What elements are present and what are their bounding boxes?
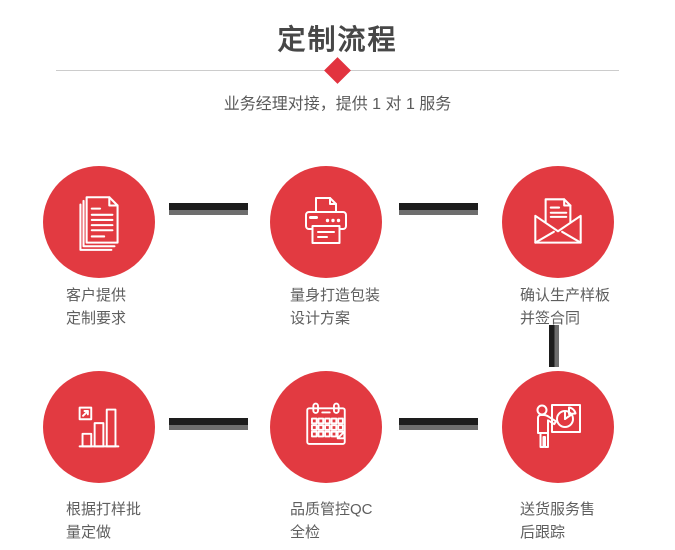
step-label-line: 客户提供 (66, 287, 127, 304)
presenter-icon (536, 404, 581, 448)
bar-chart-icon (78, 406, 120, 448)
step-label-line: 后跟踪 (520, 524, 566, 541)
step-label-line: 设计方案 (290, 310, 351, 327)
connector-step1-step2 (169, 203, 248, 215)
step-label: 送货服务售 后跟踪 (520, 498, 595, 544)
step-circle-quality-control (270, 371, 382, 483)
step-label: 品质管控QC 全检 (290, 498, 373, 544)
step-circle-batch-production (43, 371, 155, 483)
step-circle-packaging-design (270, 166, 382, 278)
step-label-line: 根据打样批 (66, 501, 142, 518)
step-label-line: 全检 (290, 524, 321, 541)
connector-step2-step3 (399, 203, 478, 215)
step-circle-delivery-aftersales (502, 371, 614, 483)
connector-step4-step5 (169, 418, 248, 430)
page-title: 定制流程 (277, 24, 398, 55)
step-label: 客户提供 定制要求 (66, 284, 126, 330)
step-label-line: 量定做 (66, 524, 112, 541)
step-label-line: 量身打造包装 (290, 287, 381, 304)
step-label-line: 确认生产样板 (520, 287, 611, 304)
diamond-icon (324, 57, 351, 84)
envelope-icon (534, 198, 582, 244)
step-label: 确认生产样板 并签合同 (520, 284, 610, 330)
step-circle-customer-requirements (43, 166, 155, 278)
calendar-icon (306, 402, 346, 445)
step-label-line: 送货服务售 (520, 501, 596, 518)
step-label-line: 定制要求 (66, 310, 127, 327)
step-circle-sample-contract (502, 166, 614, 278)
connector-step3-step6 (549, 325, 559, 367)
printer-icon (305, 197, 347, 244)
step-label-line: 品质管控QC (290, 501, 373, 518)
step-label-line: 并签合同 (520, 310, 581, 327)
page-subtitle: 业务经理对接，提供 1 对 1 服务 (223, 96, 452, 113)
step-label: 量身打造包装 设计方案 (290, 284, 380, 330)
documents-icon (79, 196, 119, 251)
connector-step5-step6 (399, 418, 478, 430)
step-label: 根据打样批 量定做 (66, 498, 141, 544)
